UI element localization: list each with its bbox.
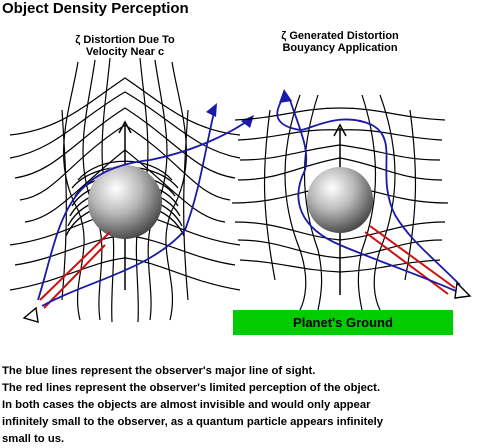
caption-line: The blue lines represent the observer's …: [2, 365, 316, 377]
planet-ground-bar: Planet's Ground: [233, 310, 453, 335]
left-object-sphere: [88, 165, 162, 239]
right-perception-line-upper: [369, 225, 456, 289]
right-axis-arrowhead: [333, 123, 347, 137]
left-perception-line-lower: [43, 244, 106, 309]
caption-line: In both cases the objects are almost inv…: [2, 399, 371, 411]
right-panel-title-line2: Bouyancy Application: [282, 42, 398, 54]
right-observer-eye-icon: [454, 281, 472, 299]
left-panel-title-line1: ζ Distortion Due To: [75, 34, 175, 46]
right-panel-title: ζ Generated Distortion Bouyancy Applicat…: [250, 30, 430, 54]
left-axis-arrowhead: [118, 120, 132, 134]
right-sight-line-upper: [276, 94, 461, 286]
right-object-sphere: [307, 167, 373, 233]
planet-ground-label: Planet's Ground: [293, 315, 393, 330]
caption-line: The red lines represent the observer's l…: [2, 382, 381, 394]
left-sight-arrowhead-2: [241, 115, 254, 128]
right-perception-line-lower: [364, 231, 449, 295]
left-sight-line-upper: [37, 117, 253, 301]
caption: The blue lines represent the observer's …: [2, 363, 485, 448]
left-panel-title: ζ Distortion Due To Velocity Near c: [40, 34, 210, 58]
page-title: Object Density Perception: [2, 0, 189, 17]
right-sight-arrowhead: [279, 89, 292, 103]
right-panel-title-line1: ζ Generated Distortion: [281, 30, 399, 42]
left-panel-title-line2: Velocity Near c: [85, 46, 165, 58]
left-sight-arrowhead-1: [206, 103, 217, 117]
left-sight-line-lower: [41, 107, 216, 307]
left-perception-line-upper: [39, 231, 111, 301]
left-observer-eye-icon: [22, 306, 39, 323]
caption-line: small to us.: [2, 433, 65, 445]
caption-line: infinitely small to the observer, as a q…: [2, 416, 384, 428]
right-sight-line-lower: [289, 99, 459, 293]
